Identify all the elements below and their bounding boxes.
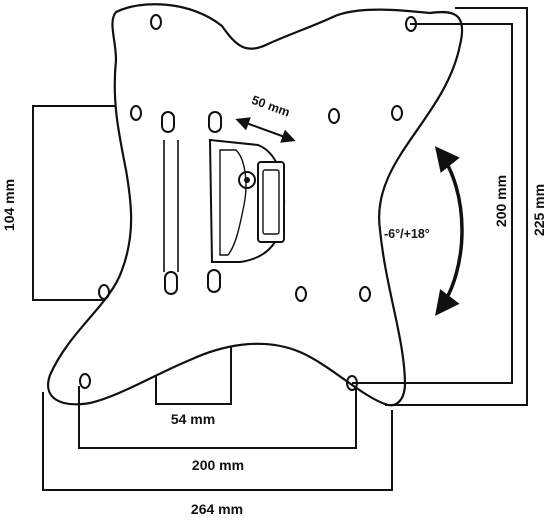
mounting-hole (295, 286, 307, 302)
plate-height-label: 225 mm (531, 184, 547, 236)
plate-width-label: 264 mm (191, 501, 243, 517)
mounting-hole (391, 105, 403, 121)
mounting-hole (98, 284, 110, 300)
bracket-slot-top-left (161, 111, 175, 133)
hole-spacing-vertical-line (352, 23, 513, 384)
mounting-hole (328, 108, 340, 124)
tilt-arc-arrow (434, 146, 464, 316)
mounting-hole (130, 105, 142, 121)
mounting-hole (359, 286, 371, 302)
bracket-slot-top-right (208, 111, 222, 133)
mounting-hole (79, 373, 91, 389)
hole-spacing-horizontal-label: 200 mm (192, 457, 244, 473)
tilt-clamp-inner (262, 169, 280, 235)
wall-plate-height-label: 104 mm (1, 179, 17, 231)
tilt-pivot-bolt-center (244, 177, 250, 183)
hole-spacing-horizontal-line (78, 386, 357, 449)
tilt-arm-inner (219, 149, 247, 256)
tilt-range-label: -6°/+18° (384, 227, 430, 241)
plate-height-line (385, 7, 528, 406)
plate-width-line (42, 392, 393, 491)
bracket-width-label: 54 mm (171, 411, 215, 427)
bracket-slot-bottom-left (164, 271, 178, 295)
hole-spacing-vertical-label: 200 mm (493, 175, 509, 227)
mounting-holes (79, 14, 417, 391)
mounting-hole (150, 14, 162, 30)
tilt-clamp (257, 161, 285, 243)
tilt-pivot-bolt (238, 171, 256, 189)
bracket-slot-bottom-right (207, 269, 221, 293)
bracket-rail (163, 140, 179, 272)
arm-extension-arrow (235, 117, 296, 143)
